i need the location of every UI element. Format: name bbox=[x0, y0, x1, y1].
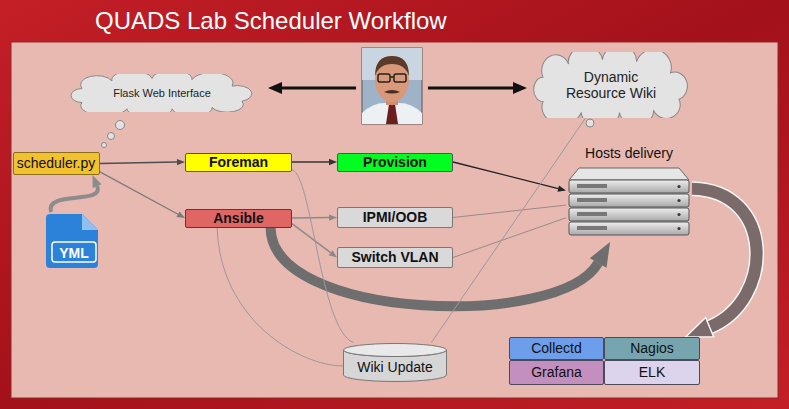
server-light bbox=[677, 213, 680, 216]
process-box: Ansible bbox=[185, 209, 292, 228]
arrow-head bbox=[513, 82, 527, 94]
server-illustration bbox=[566, 164, 692, 242]
node-label: Dynamic Resource Wiki bbox=[556, 69, 666, 101]
server-light bbox=[677, 227, 680, 230]
process-box: Switch VLAN bbox=[337, 247, 453, 268]
server-lid bbox=[569, 168, 689, 180]
node-label: Wiki Update bbox=[357, 359, 432, 375]
label-frame bbox=[52, 242, 96, 262]
mustache bbox=[384, 90, 400, 94]
connector bbox=[100, 162, 178, 163]
person-arrows bbox=[268, 82, 527, 94]
connector bbox=[217, 228, 343, 366]
server-slab bbox=[569, 180, 689, 193]
cylinder-top bbox=[344, 343, 447, 356]
hair bbox=[375, 56, 409, 76]
connector bbox=[292, 224, 331, 253]
thought-bubbles bbox=[102, 119, 595, 148]
node-label: Hosts delivery bbox=[585, 145, 673, 161]
connector-line bbox=[692, 189, 757, 327]
connector-line bbox=[100, 172, 179, 215]
document-outline bbox=[42, 212, 102, 270]
cloud-shape: Dynamic Resource Wiki bbox=[526, 52, 696, 118]
file-icon: YML bbox=[42, 212, 102, 270]
process-box: Foreman bbox=[185, 153, 292, 172]
server-slab bbox=[569, 208, 689, 221]
cloud-path bbox=[534, 52, 688, 118]
cloud-path bbox=[71, 74, 252, 112]
connector bbox=[453, 218, 566, 258]
connector-line bbox=[217, 228, 343, 366]
arrow-head bbox=[268, 82, 282, 94]
glasses-bridge bbox=[390, 76, 394, 78]
server-slab bbox=[569, 222, 689, 235]
node-label: Flask Web Interface bbox=[113, 87, 211, 100]
node-label: Switch VLAN bbox=[351, 249, 438, 265]
connector-outline bbox=[692, 189, 757, 327]
connector-line bbox=[453, 205, 566, 217]
server-bay bbox=[577, 184, 607, 188]
node-label: YML bbox=[59, 245, 89, 261]
arrow-line bbox=[280, 87, 356, 90]
node-label: Provision bbox=[363, 154, 427, 170]
tie bbox=[386, 104, 398, 124]
connector-line bbox=[292, 224, 331, 253]
tool-box: Grafana bbox=[509, 360, 604, 385]
connector bbox=[453, 205, 566, 217]
connector-line bbox=[271, 228, 599, 307]
server-bay bbox=[577, 198, 607, 202]
cloud-shape: Flask Web Interface bbox=[62, 74, 262, 112]
process-box: Provision bbox=[337, 153, 453, 172]
thought-bubble bbox=[586, 119, 594, 127]
tool-box: ELK bbox=[604, 360, 700, 385]
server-bay bbox=[577, 212, 607, 216]
diagram-title: QUADS Lab Scheduler Workflow bbox=[95, 8, 447, 34]
panel bbox=[11, 42, 778, 398]
connector-line bbox=[51, 186, 98, 212]
document-fold bbox=[82, 214, 98, 230]
script-box: scheduler.py bbox=[13, 152, 100, 175]
connector-line bbox=[453, 162, 558, 189]
connector bbox=[100, 172, 179, 215]
server-stack: Hosts delivery bbox=[566, 145, 692, 242]
node-label: Collectd bbox=[531, 340, 582, 356]
thought-bubble bbox=[102, 143, 107, 148]
node-label: scheduler.py bbox=[17, 155, 96, 171]
document-body bbox=[46, 214, 98, 268]
tool-box: Collectd bbox=[509, 337, 604, 360]
photo-ground bbox=[362, 48, 422, 124]
person-photo bbox=[362, 48, 422, 124]
thought-bubble bbox=[116, 121, 125, 130]
server-bay bbox=[577, 226, 607, 230]
connector-line bbox=[453, 218, 566, 258]
connector bbox=[271, 228, 599, 307]
arrow-line bbox=[428, 87, 515, 90]
node-label: Ansible bbox=[213, 210, 264, 226]
connector bbox=[453, 162, 558, 189]
shirt bbox=[362, 103, 422, 124]
database-cylinder: Wiki Update bbox=[343, 343, 447, 382]
node-label: Nagios bbox=[630, 340, 674, 356]
glasses bbox=[394, 74, 406, 82]
tool-box: Nagios bbox=[604, 337, 700, 360]
node-label: ELK bbox=[639, 364, 665, 380]
connector-line bbox=[431, 118, 585, 343]
server-light bbox=[677, 185, 680, 188]
thought-bubble bbox=[108, 133, 115, 140]
server-light bbox=[677, 199, 680, 202]
connector bbox=[51, 186, 98, 212]
connector bbox=[692, 189, 757, 327]
glasses bbox=[378, 74, 390, 82]
process-box: IPMI/OOB bbox=[337, 207, 453, 228]
connector-line bbox=[292, 161, 329, 163]
connector bbox=[292, 162, 329, 163]
node-label: Grafana bbox=[531, 364, 582, 380]
connector-line bbox=[100, 162, 178, 163]
node-label: IPMI/OOB bbox=[363, 209, 428, 225]
node-label: Foreman bbox=[209, 154, 268, 170]
connector bbox=[431, 118, 585, 343]
server-slab bbox=[569, 194, 689, 207]
